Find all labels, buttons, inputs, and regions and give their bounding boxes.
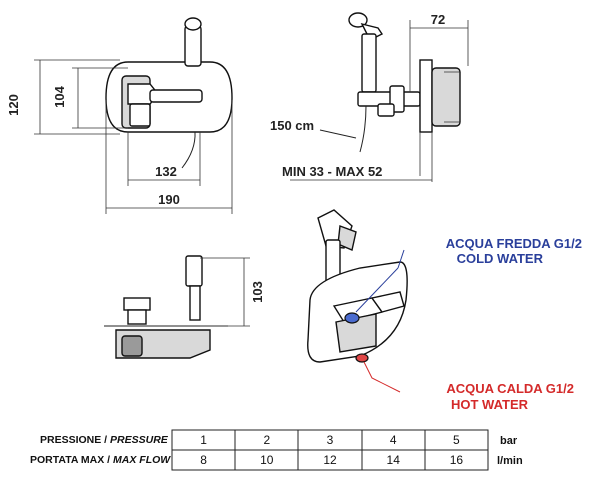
- hose-leader: [319, 129, 357, 139]
- flow-row-label: PORTATA MAX / MAX FLOW: [30, 454, 171, 466]
- pressure-cell: 5: [453, 433, 460, 447]
- hot-water-label-en: HOT WATER: [451, 397, 529, 412]
- cold-water-label-it: ACQUA FREDDA G1/2: [446, 236, 582, 251]
- flow-cell: 14: [387, 453, 401, 467]
- flow-table: PRESSIONE / PRESSURE PORTATA MAX / MAX F…: [30, 429, 523, 471]
- pressure-cell: 3: [327, 433, 334, 447]
- hose: [181, 131, 196, 169]
- dim-132: 132: [155, 164, 177, 179]
- dim-120: 120: [6, 94, 21, 116]
- pressure-row-label: PRESSIONE / PRESSURE: [40, 434, 169, 446]
- flow-cell: 16: [450, 453, 464, 467]
- cold-inlet-marker: [344, 312, 360, 324]
- iso-embedded-box: [335, 313, 377, 353]
- embedded-box: [431, 67, 461, 127]
- holder-stem: [189, 285, 201, 321]
- isometric-view: [307, 209, 408, 393]
- flow-cell: 12: [323, 453, 337, 467]
- pressure-cell: 4: [390, 433, 397, 447]
- hose-side: [359, 105, 367, 153]
- dim-104: 104: [52, 85, 67, 107]
- lever-base: [127, 309, 147, 325]
- bottom-side-view: 103: [104, 255, 265, 359]
- mixer-lever: [149, 89, 203, 103]
- hot-water-label-it: ACQUA CALDA G1/2: [446, 381, 574, 396]
- mixer-outlet: [377, 103, 395, 117]
- side-view: 150 cm 72 MIN 33 - MAX 52: [270, 12, 469, 182]
- iso-trigger: [337, 225, 357, 251]
- handshower-holder: [184, 25, 202, 67]
- dim-103: 103: [250, 281, 265, 303]
- flow-unit: l/min: [497, 455, 523, 467]
- hose-length-label: 150 cm: [270, 118, 314, 133]
- dim-72: 72: [431, 12, 445, 27]
- flow-cell: 10: [260, 453, 274, 467]
- cold-inlet: [121, 335, 143, 357]
- mixer-lower: [129, 103, 151, 127]
- lever-top: [123, 297, 151, 311]
- cold-water-label-en: COLD WATER: [457, 251, 544, 266]
- cold-leader: [355, 267, 399, 313]
- iso-lever: [370, 291, 405, 313]
- flow-cell: 8: [200, 453, 207, 467]
- front-view: 120 104 132 190: [6, 17, 233, 214]
- wall-plate-side: [419, 59, 433, 133]
- depth-range-label: MIN 33 - MAX 52: [282, 164, 382, 179]
- holder-vertical: [185, 255, 203, 287]
- hot-inlet-marker: [355, 353, 369, 363]
- pressure-unit: bar: [500, 435, 518, 447]
- holder-top: [184, 17, 202, 31]
- dim-190: 190: [158, 192, 180, 207]
- hot-leader: [363, 361, 401, 393]
- pressure-cell: 2: [263, 433, 270, 447]
- handshower-handle: [361, 33, 377, 93]
- pressure-cell: 1: [200, 433, 207, 447]
